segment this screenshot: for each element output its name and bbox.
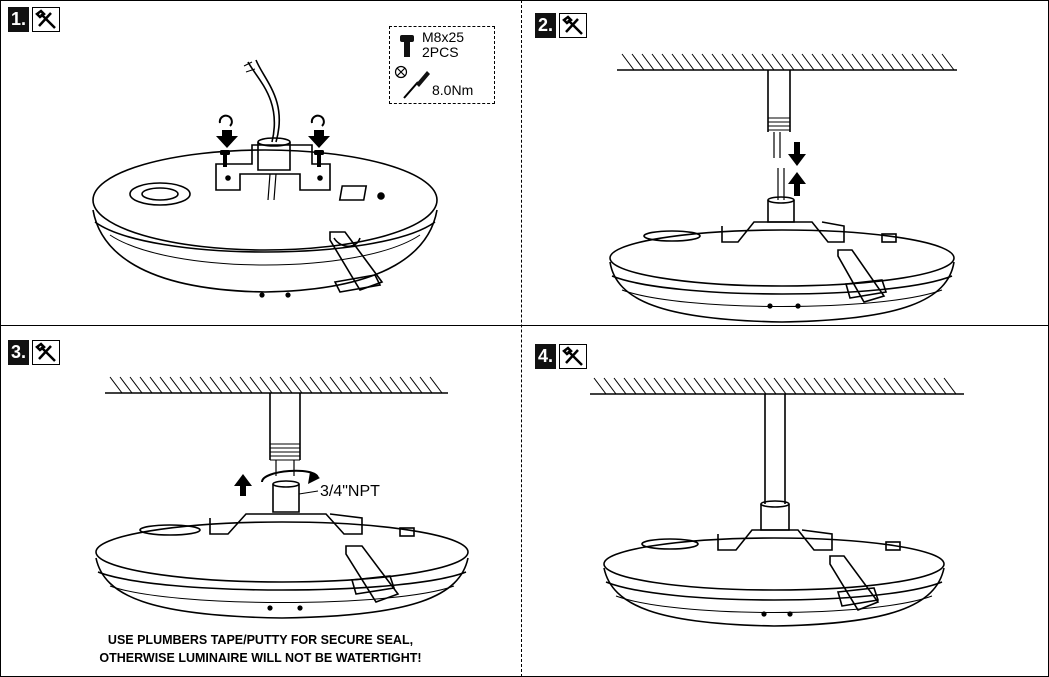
up-arrow <box>788 172 806 196</box>
row-divider <box>0 325 1049 326</box>
step-3-badge: 3. <box>8 340 61 365</box>
rotation-arrow-head <box>308 472 320 484</box>
step-number: 1. <box>8 7 30 32</box>
tools-icon <box>559 13 588 38</box>
hardware-box: M8x25 2PCS 8.0Nm <box>389 26 495 104</box>
step-1-badge: 1. <box>8 7 61 32</box>
warning-line-1: USE PLUMBERS TAPE/PUTTY FOR SECURE SEAL, <box>107 633 414 647</box>
torque-value: 8.0Nm <box>432 82 474 98</box>
step-4-badge: 4. <box>535 344 588 369</box>
step-number: 4. <box>535 344 557 369</box>
step-3-illustration <box>95 376 469 619</box>
down-arrow-right <box>308 130 330 148</box>
step-2-badge: 2. <box>535 13 588 38</box>
column-divider-dashed <box>521 0 522 677</box>
up-arrow <box>234 474 252 496</box>
rotate-arrow-left <box>218 114 233 127</box>
step-3-panel: 3. <box>0 326 521 677</box>
step-2-panel: 2. <box>522 0 1049 325</box>
screw-quantity: 2PCS <box>422 44 459 60</box>
warning-line-2: OTHERWISE LUMINAIRE WILL NOT BE WATERTIG… <box>99 651 422 665</box>
screwdriver-icon <box>394 65 430 99</box>
screw-icon <box>400 35 414 57</box>
step-number: 2. <box>535 13 557 38</box>
tools-icon <box>559 344 588 369</box>
tools-icon <box>32 7 61 32</box>
step-4-illustration <box>590 377 964 627</box>
thread-label: 3/4"NPT <box>320 483 380 500</box>
step-2-illustration <box>609 53 957 323</box>
down-arrow-left <box>216 130 238 148</box>
screw-size: M8x25 <box>422 29 465 45</box>
rotate-arrow-right <box>310 114 325 127</box>
step-1-panel: 1. M8x25 2PCS 8.0Nm <box>0 0 521 325</box>
down-arrow <box>788 142 806 166</box>
step-number: 3. <box>8 340 30 365</box>
tools-icon <box>32 340 61 365</box>
step-4-panel: 4. <box>522 326 1049 677</box>
step-1-illustration <box>92 59 438 298</box>
